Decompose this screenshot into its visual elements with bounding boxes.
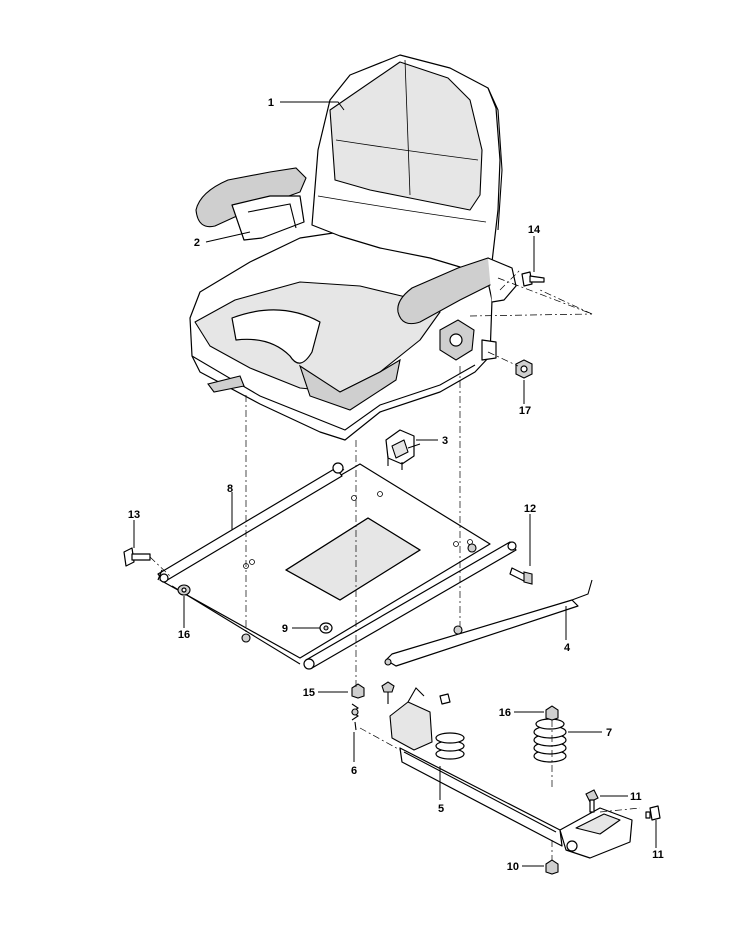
nut-15 bbox=[351, 683, 365, 699]
seat-rail-left bbox=[157, 462, 345, 583]
bolt-13 bbox=[123, 547, 151, 567]
adjust-rod bbox=[384, 579, 593, 667]
small-spring bbox=[351, 703, 359, 731]
seat-mounting-plate bbox=[159, 463, 491, 665]
assembly-center-lines bbox=[149, 269, 641, 860]
callout-12: 12 bbox=[524, 503, 536, 515]
bolt-11-side bbox=[645, 805, 661, 821]
callout-8: 8 bbox=[227, 483, 233, 495]
callout-11-side: 11 bbox=[652, 849, 664, 861]
callout-5: 5 bbox=[438, 803, 444, 815]
bolt-top-center bbox=[381, 681, 395, 704]
bolt-14 bbox=[521, 271, 545, 287]
callout-16-right: 16 bbox=[499, 707, 511, 719]
callout-11-top: 11 bbox=[630, 791, 642, 803]
seat-rail-right bbox=[303, 541, 517, 670]
nut-under-plate-left bbox=[241, 633, 251, 643]
nut-10 bbox=[545, 859, 559, 875]
callout-3: 3 bbox=[442, 435, 448, 447]
callout-15: 15 bbox=[303, 687, 315, 699]
callout-10: 10 bbox=[507, 861, 519, 873]
nut-17 bbox=[515, 359, 533, 379]
callout-leaders bbox=[133, 101, 657, 867]
washer-9 bbox=[319, 622, 333, 634]
coil-spring-large bbox=[533, 718, 567, 763]
washer-16-left bbox=[177, 584, 191, 596]
bolt-11-top bbox=[585, 789, 599, 813]
seat-switch bbox=[385, 429, 421, 470]
callout-labels: 1 2 3 4 5 6 7 8 9 10 11 11 12 13 14 15 1… bbox=[128, 97, 664, 873]
bolt-12 bbox=[509, 567, 533, 585]
callout-14: 14 bbox=[528, 224, 541, 236]
callout-2: 2 bbox=[194, 237, 200, 249]
callout-9: 9 bbox=[282, 623, 288, 635]
callout-4: 4 bbox=[564, 642, 571, 654]
nut-under-plate-right bbox=[453, 625, 463, 635]
seat-assembly bbox=[189, 54, 517, 441]
bolt-top-right bbox=[439, 693, 451, 705]
callout-7: 7 bbox=[606, 727, 612, 739]
callout-6: 6 bbox=[351, 765, 357, 777]
frame-tube bbox=[389, 687, 633, 859]
coil-spring-lower bbox=[435, 732, 465, 760]
callout-16-left: 16 bbox=[178, 629, 190, 641]
callout-13: 13 bbox=[128, 509, 140, 521]
nut-16-right bbox=[545, 705, 559, 721]
callout-17: 17 bbox=[519, 405, 531, 417]
callout-1: 1 bbox=[268, 97, 274, 109]
